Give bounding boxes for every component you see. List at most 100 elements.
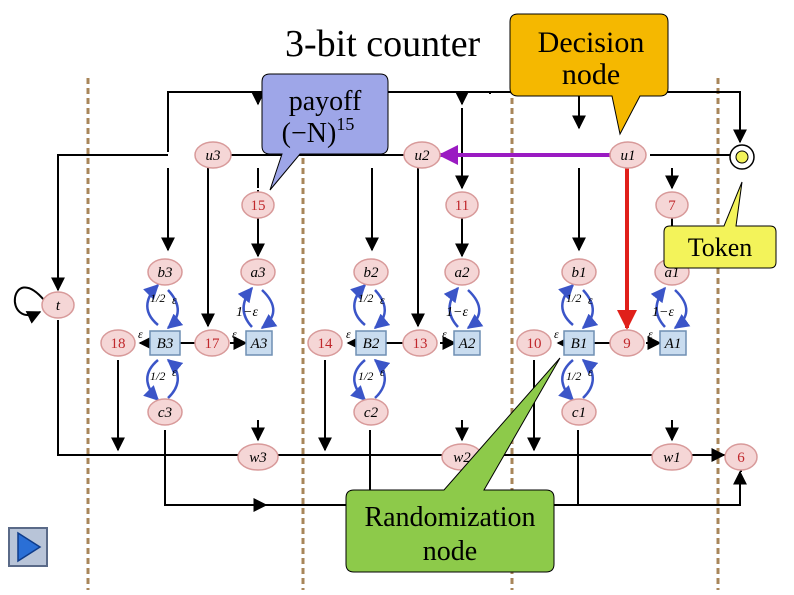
node-B2 bbox=[355, 330, 387, 356]
node-w3 bbox=[237, 443, 279, 471]
token-marker bbox=[729, 144, 755, 170]
label-B1: B1 bbox=[571, 336, 588, 352]
label-u3: u3 bbox=[206, 148, 221, 164]
prob-arrow bbox=[166, 289, 184, 329]
prob-arrow bbox=[673, 289, 691, 330]
label-B2: B2 bbox=[363, 336, 380, 352]
node-w1 bbox=[651, 443, 693, 471]
node-10 bbox=[516, 329, 552, 357]
prob-arrow bbox=[350, 359, 367, 402]
label-15: 15 bbox=[251, 198, 266, 214]
label-14: 14 bbox=[318, 336, 334, 352]
node-11 bbox=[445, 191, 479, 219]
node-b3 bbox=[147, 258, 183, 286]
node-c1 bbox=[561, 398, 597, 426]
label-a1: a1 bbox=[665, 265, 680, 281]
token-bubble bbox=[663, 181, 777, 269]
edge-label-one-minus-eps: 1−ε bbox=[236, 305, 258, 320]
label-u2: u2 bbox=[415, 148, 431, 164]
edge-label-eps: ε bbox=[232, 327, 237, 341]
edge-label-half: 1/2 bbox=[566, 291, 581, 305]
edge-label-eps: ε bbox=[172, 293, 177, 307]
label-c3: c3 bbox=[158, 405, 172, 421]
label-10: 10 bbox=[527, 336, 542, 352]
node-7 bbox=[655, 191, 689, 219]
left-wire bbox=[51, 154, 168, 292]
node-9 bbox=[609, 329, 645, 357]
next-slide-button[interactable] bbox=[8, 527, 48, 567]
edge-label-half: 1/2 bbox=[566, 369, 581, 383]
node-a2 bbox=[444, 258, 480, 286]
node-B1 bbox=[563, 330, 595, 356]
label-w1: w1 bbox=[663, 450, 681, 466]
edge-label-eps: ε bbox=[172, 365, 177, 379]
prob-arrow bbox=[443, 286, 459, 328]
label-A3: A3 bbox=[250, 336, 268, 352]
round-nodes bbox=[41, 141, 758, 471]
payoff-exponent: 15 bbox=[336, 114, 354, 134]
decision-bubble bbox=[509, 13, 669, 136]
edge-label-eps: ε bbox=[442, 327, 447, 341]
prob-arrow bbox=[143, 359, 160, 402]
label-w3: w3 bbox=[249, 450, 267, 466]
edge-label-eps: ε bbox=[380, 293, 385, 307]
payoff-bubble bbox=[261, 73, 389, 191]
prob-arrow bbox=[260, 289, 278, 330]
label-b2: b2 bbox=[364, 265, 380, 281]
label-A1: A1 bbox=[664, 336, 682, 352]
label-t: t bbox=[56, 298, 61, 314]
label-18: 18 bbox=[111, 336, 126, 352]
randomization-bubble bbox=[345, 357, 561, 573]
label-u1: u1 bbox=[621, 148, 636, 164]
node-15 bbox=[241, 191, 275, 219]
prob-arrow bbox=[581, 359, 599, 399]
prob-arrow bbox=[650, 286, 666, 328]
t-self-loop bbox=[13, 286, 45, 324]
label-c2: c2 bbox=[364, 405, 379, 421]
prob-arrow bbox=[581, 289, 599, 329]
top-wire bbox=[167, 91, 747, 152]
edge-label-eps: ε bbox=[138, 327, 143, 341]
prob-arrow bbox=[237, 286, 253, 328]
label-a2: a2 bbox=[455, 265, 471, 281]
prob-arrow bbox=[350, 283, 367, 326]
payoff-base: (−N) bbox=[282, 118, 337, 149]
edge-label-eps: ε bbox=[588, 365, 593, 379]
edge-label-half: 1/2 bbox=[150, 291, 165, 305]
node-a3 bbox=[240, 258, 276, 286]
edge-label-one-minus-eps: 1−ε bbox=[446, 305, 468, 320]
decision-text-line1: Decision bbox=[538, 26, 645, 59]
random-arrows bbox=[143, 283, 691, 402]
diagram-title: 3-bit counter bbox=[285, 23, 481, 65]
node-A2 bbox=[453, 330, 481, 356]
node-A3 bbox=[245, 330, 273, 356]
node-labels: u3 u2 u1 b3 a3 b2 a2 b1 a1 t B3 A3 B2 A2… bbox=[56, 148, 681, 466]
label-A2: A2 bbox=[458, 336, 476, 352]
label-c1: c1 bbox=[572, 405, 586, 421]
node-c3 bbox=[147, 398, 183, 426]
node-u1 bbox=[609, 141, 647, 169]
node-17 bbox=[194, 329, 230, 357]
edge-label-half: 1/2 bbox=[150, 369, 165, 383]
bottom-left-wire bbox=[57, 320, 740, 456]
node-A1 bbox=[659, 330, 687, 356]
node-t bbox=[41, 291, 75, 319]
label-a3: a3 bbox=[251, 265, 266, 281]
token-text: Token bbox=[688, 233, 753, 262]
node-B3 bbox=[149, 330, 181, 356]
edge-label-half: 1/2 bbox=[358, 291, 373, 305]
label-13: 13 bbox=[413, 336, 428, 352]
label-11: 11 bbox=[455, 198, 469, 214]
label-6: 6 bbox=[737, 450, 745, 466]
edge-label-eps: ε bbox=[648, 327, 653, 341]
prob-arrow bbox=[166, 359, 184, 399]
prob-arrow bbox=[558, 283, 575, 326]
edge-label-eps: ε bbox=[554, 327, 559, 341]
node-b2 bbox=[353, 258, 389, 286]
node-c2 bbox=[353, 398, 389, 426]
randomization-callout: Randomization node bbox=[345, 357, 561, 573]
prob-arrow bbox=[466, 289, 484, 330]
prob-arrow bbox=[143, 283, 160, 326]
section-dividers bbox=[86, 78, 720, 590]
